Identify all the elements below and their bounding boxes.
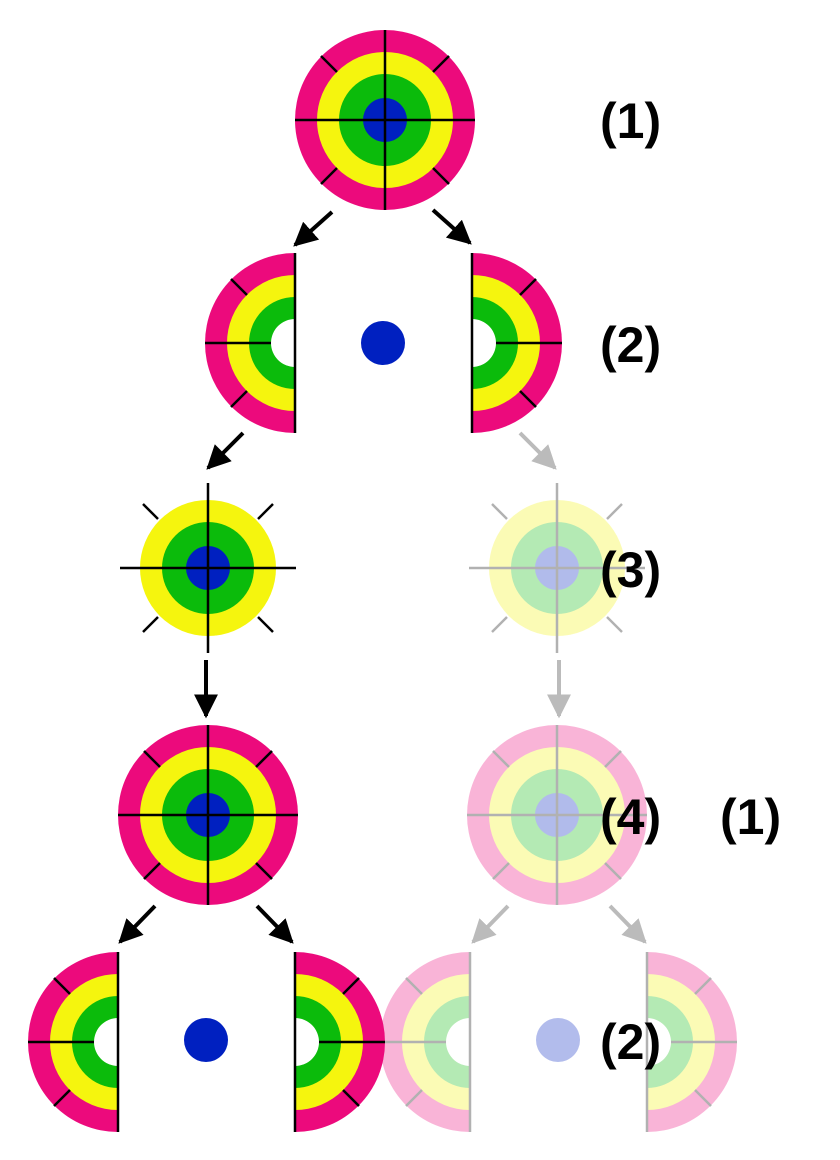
- arrow-black: [255, 904, 294, 944]
- arrow-faded: [518, 431, 557, 470]
- stage5-right-half-a: [271, 952, 385, 1132]
- arrow-black: [206, 431, 245, 470]
- stage1-full-rings: [295, 30, 475, 210]
- stage3-right-faded: [469, 483, 645, 653]
- arrow-black: [431, 208, 472, 245]
- stage5-left-half-faded: [380, 952, 494, 1132]
- arrow-black: [293, 210, 334, 247]
- stage-label-2: (2): [600, 317, 661, 373]
- stage4-right-faded: [467, 725, 647, 905]
- stage-label-4-restart: (1): [720, 789, 781, 845]
- stage2-core-dot: [361, 321, 405, 365]
- stage-label-1: (1): [600, 93, 661, 149]
- stage-label-4: (4): [600, 789, 661, 845]
- stage5-core-dot: [184, 1018, 228, 1062]
- stage5-left-half-a: [28, 952, 142, 1132]
- stage-label-3: (3): [600, 542, 661, 598]
- arrow-faded: [471, 904, 510, 944]
- stage5-core-dot-faded: [536, 1018, 580, 1062]
- stage3-left-regrowth: [120, 483, 296, 653]
- stage5-right-half-faded: [623, 952, 737, 1132]
- arrow-faded: [608, 904, 647, 944]
- stage-label-5: (2): [600, 1014, 661, 1070]
- stage4-left-full-rings: [118, 725, 298, 905]
- arrow-black: [118, 904, 157, 944]
- stage2-right-half: [448, 253, 562, 433]
- stage2-left-half: [205, 253, 319, 433]
